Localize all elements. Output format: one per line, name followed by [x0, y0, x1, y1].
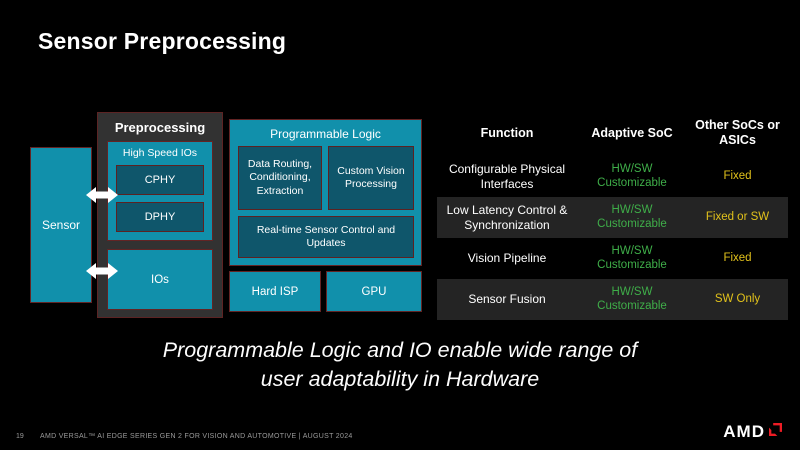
footer-text: AMD VERSAL™ AI EDGE SERIES GEN 2 FOR VIS…	[40, 433, 353, 440]
gpu-label: GPU	[361, 285, 387, 298]
amd-logo: AMD	[723, 422, 782, 442]
cell-function: Sensor Fusion	[468, 292, 546, 307]
cell-function: Vision Pipeline	[467, 251, 547, 266]
data-routing-label: Data Routing, Conditioning, Extraction	[247, 158, 313, 197]
dphy-label: DPHY	[144, 211, 176, 223]
comparison-table: Function Adaptive SoC Other SoCs or ASIC…	[437, 110, 788, 320]
cell-other: Fixed	[723, 169, 752, 182]
cell-other: Fixed	[723, 251, 752, 264]
programmable-logic-title: Programmable Logic	[270, 127, 381, 141]
hard-isp-box: Hard ISP	[229, 271, 321, 312]
arrow-top-icon	[86, 187, 118, 208]
high-speed-ios-label: High Speed IOs	[122, 147, 198, 159]
data-routing-box: Data Routing, Conditioning, Extraction	[238, 146, 322, 210]
table-row: Sensor Fusion HW/SW Customizable SW Only	[437, 279, 788, 320]
caption-line-2: user adaptability in Hardware	[260, 366, 540, 391]
preprocessing-title: Preprocessing	[114, 120, 206, 135]
cell-adaptive: HW/SW Customizable	[597, 162, 667, 189]
custom-vision-box: Custom Vision Processing	[328, 146, 414, 210]
cphy-box: CPHY	[116, 165, 204, 195]
cell-other: SW Only	[714, 292, 761, 305]
cell-adaptive: HW/SW Customizable	[597, 203, 667, 230]
arrow-bottom-icon	[86, 263, 118, 284]
ios-label: IOs	[151, 273, 169, 286]
header-adaptive-soc: Adaptive SoC	[591, 125, 673, 140]
cphy-label: CPHY	[144, 174, 176, 186]
cell-adaptive: HW/SW Customizable	[597, 244, 667, 271]
realtime-control-box: Real-time Sensor Control and Updates	[238, 216, 414, 258]
gpu-box: GPU	[326, 271, 422, 312]
hard-isp-label: Hard ISP	[251, 285, 299, 298]
ios-box: IOs	[107, 249, 213, 310]
table-row: Vision Pipeline HW/SW Customizable Fixed	[437, 238, 788, 279]
cell-function: Configurable Physical Interfaces	[448, 162, 566, 191]
table-row: Configurable Physical Interfaces HW/SW C…	[437, 156, 788, 197]
amd-logo-mark-icon	[769, 423, 782, 441]
table-header-row: Function Adaptive SoC Other SoCs or ASIC…	[437, 110, 788, 156]
realtime-control-label: Real-time Sensor Control and Updates	[256, 223, 396, 249]
cell-function: Low Latency Control & Synchronization	[446, 203, 568, 232]
page-number: 19	[16, 433, 24, 440]
header-other-socs: Other SoCs or ASICs	[695, 118, 780, 147]
caption: Programmable Logic and IO enable wide ra…	[0, 336, 800, 394]
cell-adaptive: HW/SW Customizable	[597, 285, 667, 312]
page-title: Sensor Preprocessing	[38, 28, 287, 54]
dphy-box: DPHY	[116, 202, 204, 232]
custom-vision-label: Custom Vision Processing	[337, 164, 405, 190]
sensor-box: Sensor	[30, 147, 92, 303]
cell-other: Fixed or SW	[705, 210, 770, 223]
amd-logo-text: AMD	[723, 422, 765, 441]
sensor-label: Sensor	[41, 218, 81, 232]
table-row: Low Latency Control & Synchronization HW…	[437, 197, 788, 238]
header-function: Function	[480, 125, 534, 140]
caption-line-1: Programmable Logic and IO enable wide ra…	[162, 338, 638, 362]
